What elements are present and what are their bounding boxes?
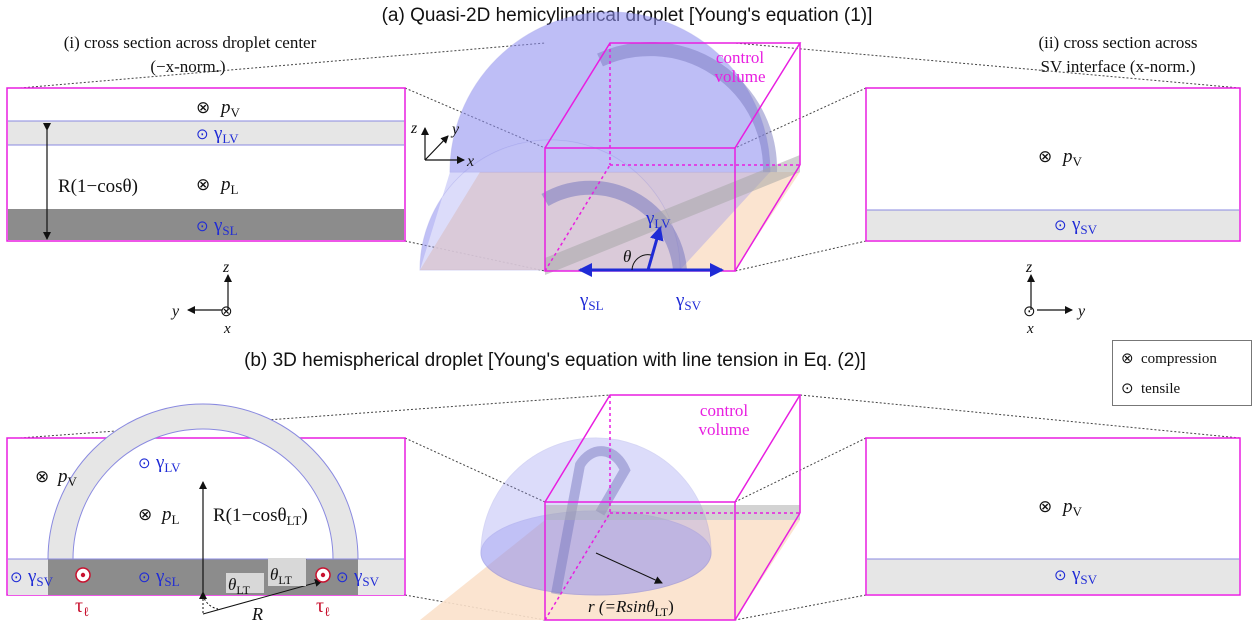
svg-text:⊙: ⊙	[1023, 304, 1036, 320]
panel-a-right-axes: z y ⊙ x	[1023, 259, 1086, 337]
compression-symbol: ⊗	[1038, 147, 1052, 166]
right-pressure-vapor-label: pV	[1061, 146, 1083, 169]
svg-text:y: y	[170, 303, 180, 320]
tensile-symbol: ⊙	[138, 456, 151, 472]
compression-symbol: ⊗	[138, 505, 152, 524]
legend: ⊗compression ⊙tensile	[1112, 340, 1252, 406]
b-gamma-sl-label: γSL	[155, 566, 180, 589]
tensile-symbol: ⊙	[196, 127, 209, 143]
svg-text:z: z	[1025, 259, 1033, 276]
tensile-symbol: ⊙	[138, 570, 151, 586]
tau-right-label: τℓ	[316, 595, 330, 619]
contact-angle-label: θ	[623, 247, 631, 266]
compression-symbol: ⊗	[1038, 497, 1052, 516]
b-right-pressure-vapor-label: pV	[1061, 496, 1083, 519]
b-radius-height-label: R(1−cosθLT)	[213, 505, 308, 528]
gamma-lv-label: γLV	[213, 123, 239, 146]
panel-a-left-section	[6, 87, 406, 242]
svg-text:x: x	[1026, 321, 1034, 337]
b-control-volume-label: volume	[699, 420, 750, 439]
b-control-volume-label: control	[700, 401, 748, 420]
gamma-sl-label: γSL	[213, 215, 238, 238]
b-right-gamma-sv-label: γSV	[1071, 564, 1098, 587]
panel-a-left-caption-2: (−x-norm.)	[150, 57, 225, 76]
tensile-symbol: ⊙	[1054, 218, 1067, 234]
panel-a-title: (a) Quasi-2D hemicylindrical droplet [Yo…	[382, 5, 873, 26]
panel-a-3d-illustration	[419, 11, 802, 277]
panel-b-left-section	[6, 403, 406, 615]
b-pressure-vapor-label: pV	[56, 466, 78, 489]
svg-text:y: y	[1076, 303, 1086, 320]
otimes-icon: ⊗	[1121, 351, 1134, 367]
legend-compression: ⊗compression	[1121, 351, 1217, 367]
legend-tensile: ⊙tensile	[1121, 381, 1181, 397]
odot-icon: ⊙	[1121, 381, 1134, 397]
center-gamma-sv-label: γSV	[675, 290, 702, 313]
panel-a-right-section	[865, 87, 1241, 242]
tensile-symbol: ⊙	[196, 219, 209, 235]
compression-symbol: ⊗	[196, 98, 210, 117]
r-radius-label: r (=RsinθLT)	[588, 597, 674, 619]
tensile-symbol: ⊙	[1054, 568, 1067, 584]
b-gamma-lv-label: γLV	[155, 452, 181, 475]
b-gamma-sv-left-label: γSV	[27, 566, 54, 589]
panel-b-right-section	[865, 437, 1241, 596]
svg-text:x: x	[223, 321, 231, 337]
svg-text:z: z	[222, 259, 230, 276]
panel-a-right-caption-1: (ii) cross section across	[1038, 33, 1197, 52]
svg-text:⊗: ⊗	[220, 304, 233, 320]
radius-label: R	[251, 604, 263, 624]
panel-b-title: (b) 3D hemispherical droplet [Young's eq…	[244, 350, 866, 371]
panel-a-left-caption-1: (i) cross section across droplet center	[64, 33, 317, 52]
panel-a-left-axes: z y ⊗ x	[170, 259, 233, 337]
panel-a-right-caption-2: SV interface (x-norm.)	[1041, 57, 1196, 76]
right-gamma-sv-label: γSV	[1071, 214, 1098, 237]
center-gamma-sl-label: γSL	[579, 290, 604, 313]
tensile-symbol: ⊙	[10, 570, 23, 586]
radius-height-label: R(1−cosθ)	[58, 176, 138, 197]
pressure-liquid-label: pL	[219, 174, 239, 197]
control-volume-label: control	[716, 48, 764, 67]
axis-z-label: z	[410, 120, 418, 137]
compression-symbol: ⊗	[196, 175, 210, 194]
panel-b-3d-illustration	[420, 394, 802, 621]
control-volume-label: volume	[715, 67, 766, 86]
center-gamma-lv-label: γLV	[645, 208, 671, 231]
axis-y-label: y	[450, 121, 460, 138]
tau-left-label: τℓ	[75, 595, 89, 619]
compression-symbol: ⊗	[35, 467, 49, 486]
theta-lt-right-label: θLT	[270, 565, 293, 587]
b-gamma-sv-right-label: γSV	[353, 566, 380, 589]
theta-lt-bottom-label: θLT	[228, 575, 251, 597]
b-pressure-liquid-label: pL	[160, 504, 180, 527]
axis-x-label: x	[466, 153, 474, 170]
tensile-symbol: ⊙	[336, 570, 349, 586]
pressure-vapor-label: pV	[219, 97, 241, 120]
